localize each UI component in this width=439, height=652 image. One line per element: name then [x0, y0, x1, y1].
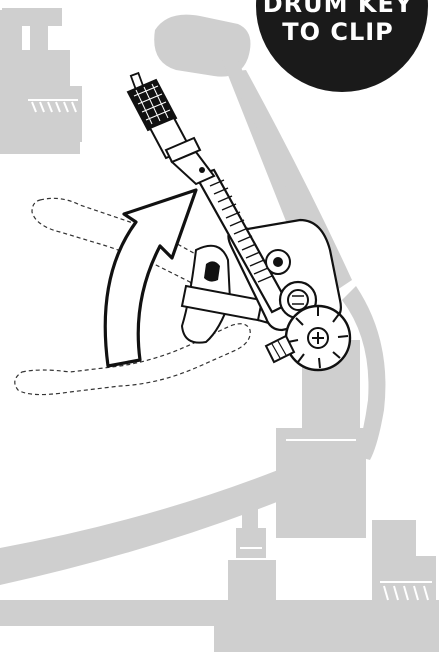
instruction-badge: DRUM KEY TO CLIP: [256, 0, 428, 92]
right-pedal-details: [240, 439, 432, 601]
badge-line-1: DRUM KEY: [263, 0, 414, 18]
drum-key-clip: [194, 168, 352, 372]
left-pedal-knurl: [28, 99, 78, 113]
left-pedal-silhouette: [0, 8, 82, 154]
knurled-knob: [126, 71, 216, 186]
clip-wheel: [284, 304, 352, 372]
curved-rotate-arrow: [103, 188, 198, 368]
badge-line-2: TO CLIP: [282, 18, 394, 46]
